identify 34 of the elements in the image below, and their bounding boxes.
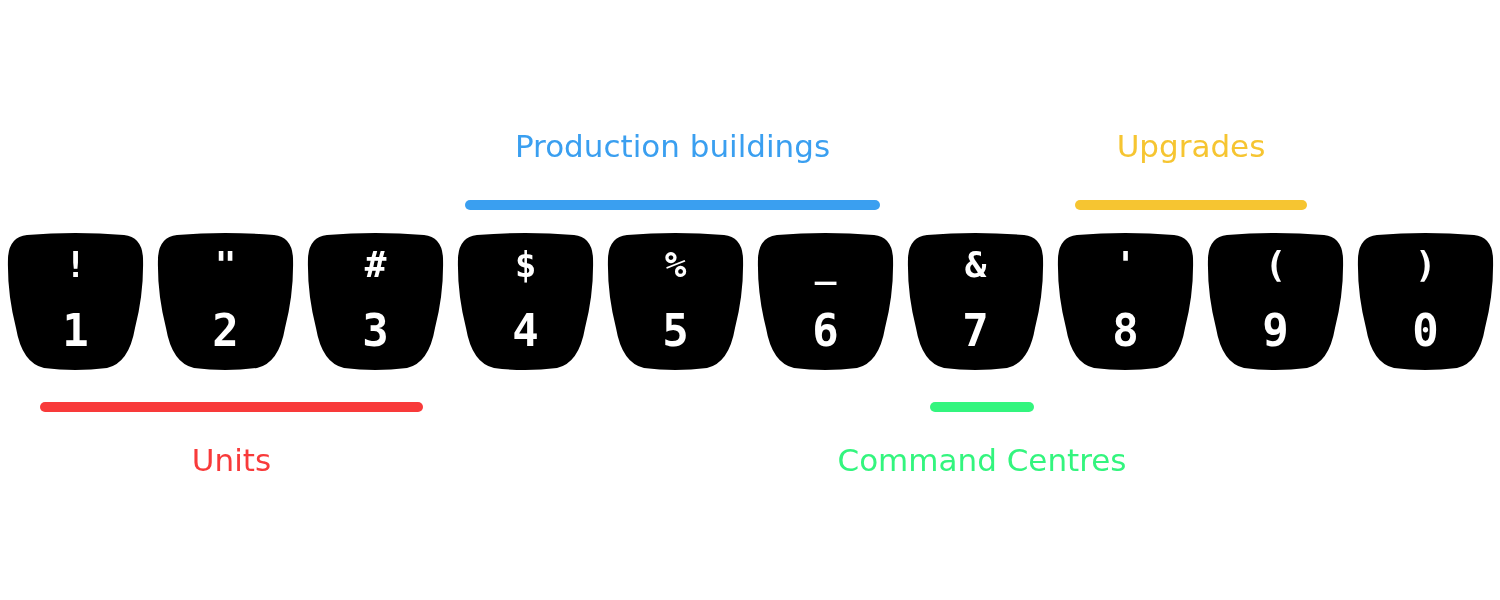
keyboard-key <box>307 233 444 370</box>
keyboard-key <box>457 233 594 370</box>
key-number: 0 <box>1411 309 1440 353</box>
keyboard-key <box>1357 233 1494 370</box>
key-symbol: $ <box>513 247 538 283</box>
group-label: Production buildings <box>514 131 831 162</box>
key-number: 7 <box>961 309 990 353</box>
keyboard-key <box>907 233 1044 370</box>
key-symbol: " <box>213 247 238 283</box>
group-label: Units <box>191 445 272 476</box>
key-number: 6 <box>811 309 840 353</box>
group-label: Command Centres <box>837 445 1127 476</box>
keyboard-key <box>607 233 744 370</box>
key-number: 5 <box>661 309 690 353</box>
keyboard-key <box>7 233 144 370</box>
keyboard-key <box>1207 233 1344 370</box>
key-symbol: ! <box>63 247 88 283</box>
key-number: 9 <box>1261 309 1290 353</box>
keyboard-key <box>757 233 894 370</box>
key-symbol: ) <box>1413 247 1438 283</box>
keyboard-key <box>1057 233 1194 370</box>
key-symbol: ( <box>1263 247 1288 283</box>
group-label: Upgrades <box>1116 131 1266 162</box>
key-number: 2 <box>211 309 240 353</box>
key-number: 3 <box>361 309 390 353</box>
key-number: 4 <box>511 309 540 353</box>
key-symbol: & <box>963 247 988 283</box>
key-symbol: # <box>363 247 388 283</box>
key-symbol: % <box>663 247 688 283</box>
key-symbol: _ <box>813 247 838 283</box>
keyboard-key <box>157 233 294 370</box>
key-number: 8 <box>1111 309 1140 353</box>
key-number: 1 <box>61 309 90 353</box>
key-symbol: ' <box>1113 247 1138 283</box>
